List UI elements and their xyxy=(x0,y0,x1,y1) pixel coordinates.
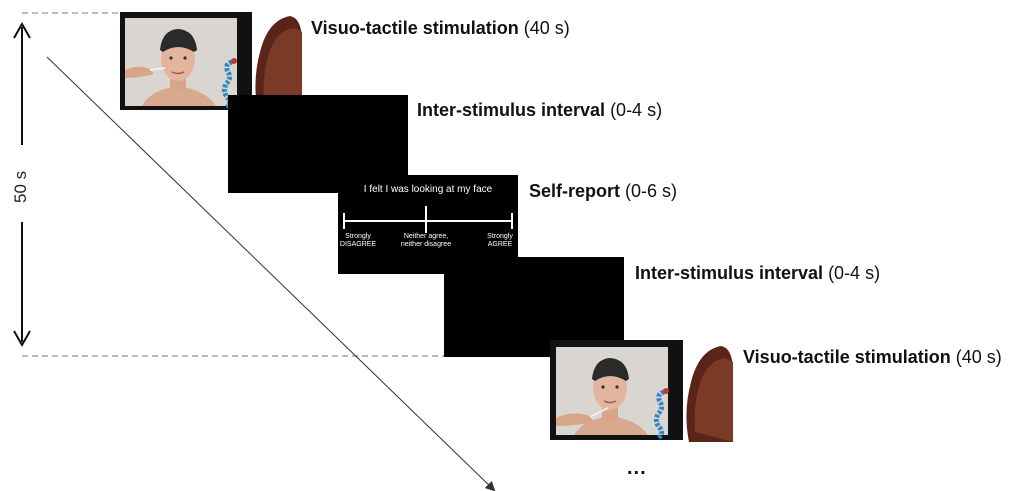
step-label-stimulation-1: Visuo-tactile stimulation (40 s) xyxy=(311,17,570,39)
step-duration-isi-2: (0-4 s) xyxy=(828,263,881,283)
step-title-self-report: Self-report xyxy=(529,181,621,201)
continuation-ellipsis: ... xyxy=(627,457,647,479)
step-duration-stimulation-2: (40 s) xyxy=(955,347,1002,367)
step-label-stimulation-2: Visuo-tactile stimulation (40 s) xyxy=(743,346,1002,368)
participant-head-2 xyxy=(683,340,733,442)
scale-anchor-middle: Neither agree, neither disagree xyxy=(400,233,452,248)
duration-label: 50 s xyxy=(11,170,30,203)
stimulation-scene-1 xyxy=(120,12,252,110)
stimulation-monitor-2 xyxy=(550,340,683,440)
step-duration-stimulation-1: (40 s) xyxy=(523,18,570,38)
step-title-stimulation-2: Visuo-tactile stimulation xyxy=(743,347,951,367)
scale-anchor-right: Strongly AGREE xyxy=(487,233,513,248)
duration-arrow-bottom-head xyxy=(13,330,31,348)
duration-arrow-top-head xyxy=(13,21,31,39)
step-title-isi-1: Inter-stimulus interval xyxy=(417,100,606,120)
rating-scale xyxy=(343,206,513,233)
scale-anchor-left: Strongly DISAGREE xyxy=(339,233,377,248)
time-arrow xyxy=(46,56,496,491)
self-report-question: I felt I was looking at my face xyxy=(363,184,493,195)
step-duration-self-report: (0-6 s) xyxy=(625,181,678,201)
step-duration-isi-1: (0-4 s) xyxy=(610,100,663,120)
step-label-isi-2: Inter-stimulus interval (0-4 s) xyxy=(635,262,880,284)
step-label-isi-1: Inter-stimulus interval (0-4 s) xyxy=(417,99,662,121)
stimulation-scene-2 xyxy=(550,340,683,440)
participant-head-1 xyxy=(252,12,302,112)
step-title-stimulation-1: Visuo-tactile stimulation xyxy=(311,18,519,38)
step-title-isi-2: Inter-stimulus interval xyxy=(635,263,824,283)
stimulation-monitor-1 xyxy=(120,12,252,110)
step-label-self-report: Self-report (0-6 s) xyxy=(529,180,677,202)
